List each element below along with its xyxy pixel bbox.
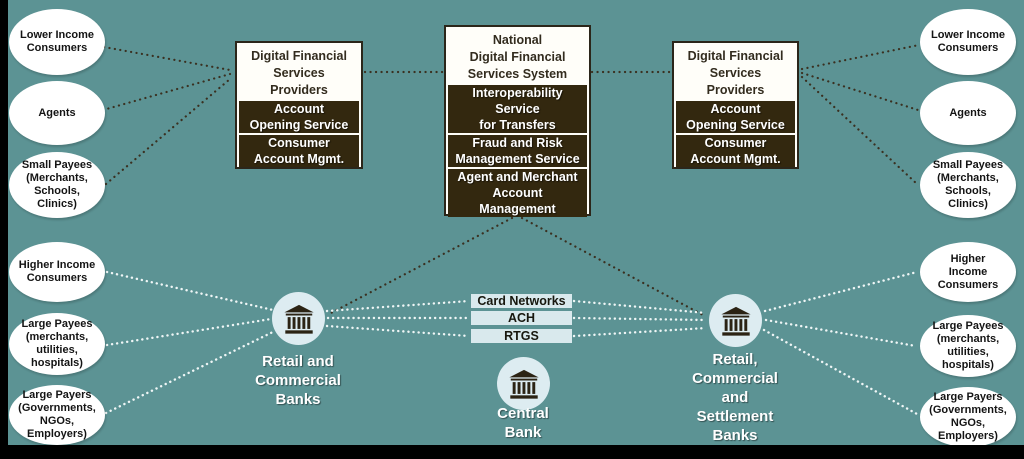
connector-higher-income-left-bank: [105, 270, 275, 312]
service-fraud-risk: Fraud and Risk Management Service: [448, 135, 587, 167]
retail-commercial-settlement-banks-label: Retail, Commercial and Settlement Banks: [692, 351, 778, 444]
rail-ach: ACH: [471, 311, 572, 325]
ellipse-label: Small Payees (Merchants, Schools, Clinic…: [932, 159, 1004, 210]
ellipse-lower-income-consumers-left: Lower Income Consumers: [9, 9, 105, 75]
connector-right-dfsp-agents: [800, 71, 920, 112]
dfsp-right-title: Digital Financial Services Providers: [687, 49, 784, 97]
box-dfsp-right: Digital Financial Services Providers Acc…: [672, 41, 799, 169]
ellipse-higher-income-consumers-left: Higher Income Consumers: [9, 242, 105, 302]
connector-card-networks-right-bank: [572, 299, 708, 315]
connector-rtgs-right-bank: [572, 326, 708, 338]
bank-icon: [507, 367, 541, 401]
service-interoperability: Interoperability Service for Transfers: [448, 85, 587, 133]
connector-right-bank-higher-income: [763, 270, 919, 313]
connector-lower-income-left-dfsp: [102, 45, 232, 72]
bank-icon: [719, 304, 753, 338]
connector-right-dfsp-lower-income: [800, 43, 921, 71]
box-dfsp-left: Digital Financial Services Providers Acc…: [235, 41, 363, 169]
connector-left-bank-card-networks: [325, 299, 471, 313]
frame-left-strip: [0, 0, 8, 445]
rail-card-networks: Card Networks: [471, 294, 572, 308]
ellipse-label: Agents: [38, 106, 76, 119]
connector-ach-right-bank: [572, 316, 707, 322]
ellipse-label: Small Payees (Merchants, Schools, Clinic…: [21, 159, 93, 210]
connector-right-bank-large-payees: [764, 318, 918, 348]
ellipse-label: Lower Income Consumers: [931, 29, 1005, 54]
connector-small-payees-left-dfsp: [104, 77, 232, 186]
ellipse-label: Large Payers (Governments, NGOs, Employe…: [18, 389, 96, 440]
connector-left-bank-rtgs: [325, 324, 471, 338]
frame-bottom-strip: [0, 445, 1024, 459]
service-agent-merchant: Agent and Merchant Account Management: [448, 169, 587, 217]
box-ndfss: National Digital Financial Services Syst…: [444, 25, 591, 217]
ellipse-large-payers-left: Large Payers (Governments, NGOs, Employe…: [9, 385, 105, 445]
ellipse-large-payers-right: Large Payers (Governments, NGOs, Employe…: [920, 387, 1016, 447]
service-account-opening-right: Account Opening Service: [676, 101, 795, 133]
central-bank-node: [497, 357, 550, 410]
retail-commercial-banks-node: [272, 292, 325, 345]
service-consumer-account-mgmt-right: Consumer Account Mgmt.: [676, 135, 795, 167]
ellipse-label: Higher Income Consumers: [937, 252, 999, 291]
service-account-opening-left: Account Opening Service: [239, 101, 359, 133]
ellipse-small-payees-left: Small Payees (Merchants, Schools, Clinic…: [9, 152, 105, 218]
ellipse-lower-income-consumers-right: Lower Income Consumers: [920, 9, 1016, 75]
retail-commercial-settlement-banks-node: [709, 294, 762, 347]
ellipse-higher-income-consumers-right: Higher Income Consumers: [920, 242, 1016, 302]
central-bank-label: Central Bank: [497, 405, 549, 441]
connector-agents-left-dfsp: [101, 72, 232, 112]
ellipse-agents-left: Agents: [9, 81, 105, 145]
ellipse-label: Large Payees (merchants, utilities, hosp…: [21, 318, 93, 369]
service-consumer-account-mgmt-left: Consumer Account Mgmt.: [239, 135, 359, 167]
ndfss-title: National Digital Financial Services Syst…: [467, 33, 568, 81]
ellipse-small-payees-right: Small Payees (Merchants, Schools, Clinic…: [920, 152, 1016, 218]
retail-commercial-banks-label: Retail and Commercial Banks: [255, 353, 341, 408]
ellipse-label: Agents: [949, 106, 987, 119]
ellipse-label: Large Payers (Governments, NGOs, Employe…: [929, 391, 1007, 442]
ellipse-label: Large Payees (merchants, utilities, hosp…: [932, 320, 1004, 371]
dfsp-left-title: Digital Financial Services Providers: [251, 49, 347, 97]
rail-rtgs: RTGS: [471, 329, 572, 343]
bank-icon: [282, 302, 316, 336]
ellipse-large-payees-left: Large Payees (merchants, utilities, hosp…: [9, 313, 105, 375]
ellipse-large-payees-right: Large Payees (merchants, utilities, hosp…: [920, 315, 1016, 377]
ellipse-agents-right: Agents: [920, 81, 1016, 145]
connector-right-dfsp-small-payees: [800, 75, 919, 186]
connector-large-payees-left-bank: [105, 317, 273, 347]
ellipse-label: Lower Income Consumers: [20, 29, 94, 54]
ellipse-label: Higher Income Consumers: [18, 259, 96, 284]
